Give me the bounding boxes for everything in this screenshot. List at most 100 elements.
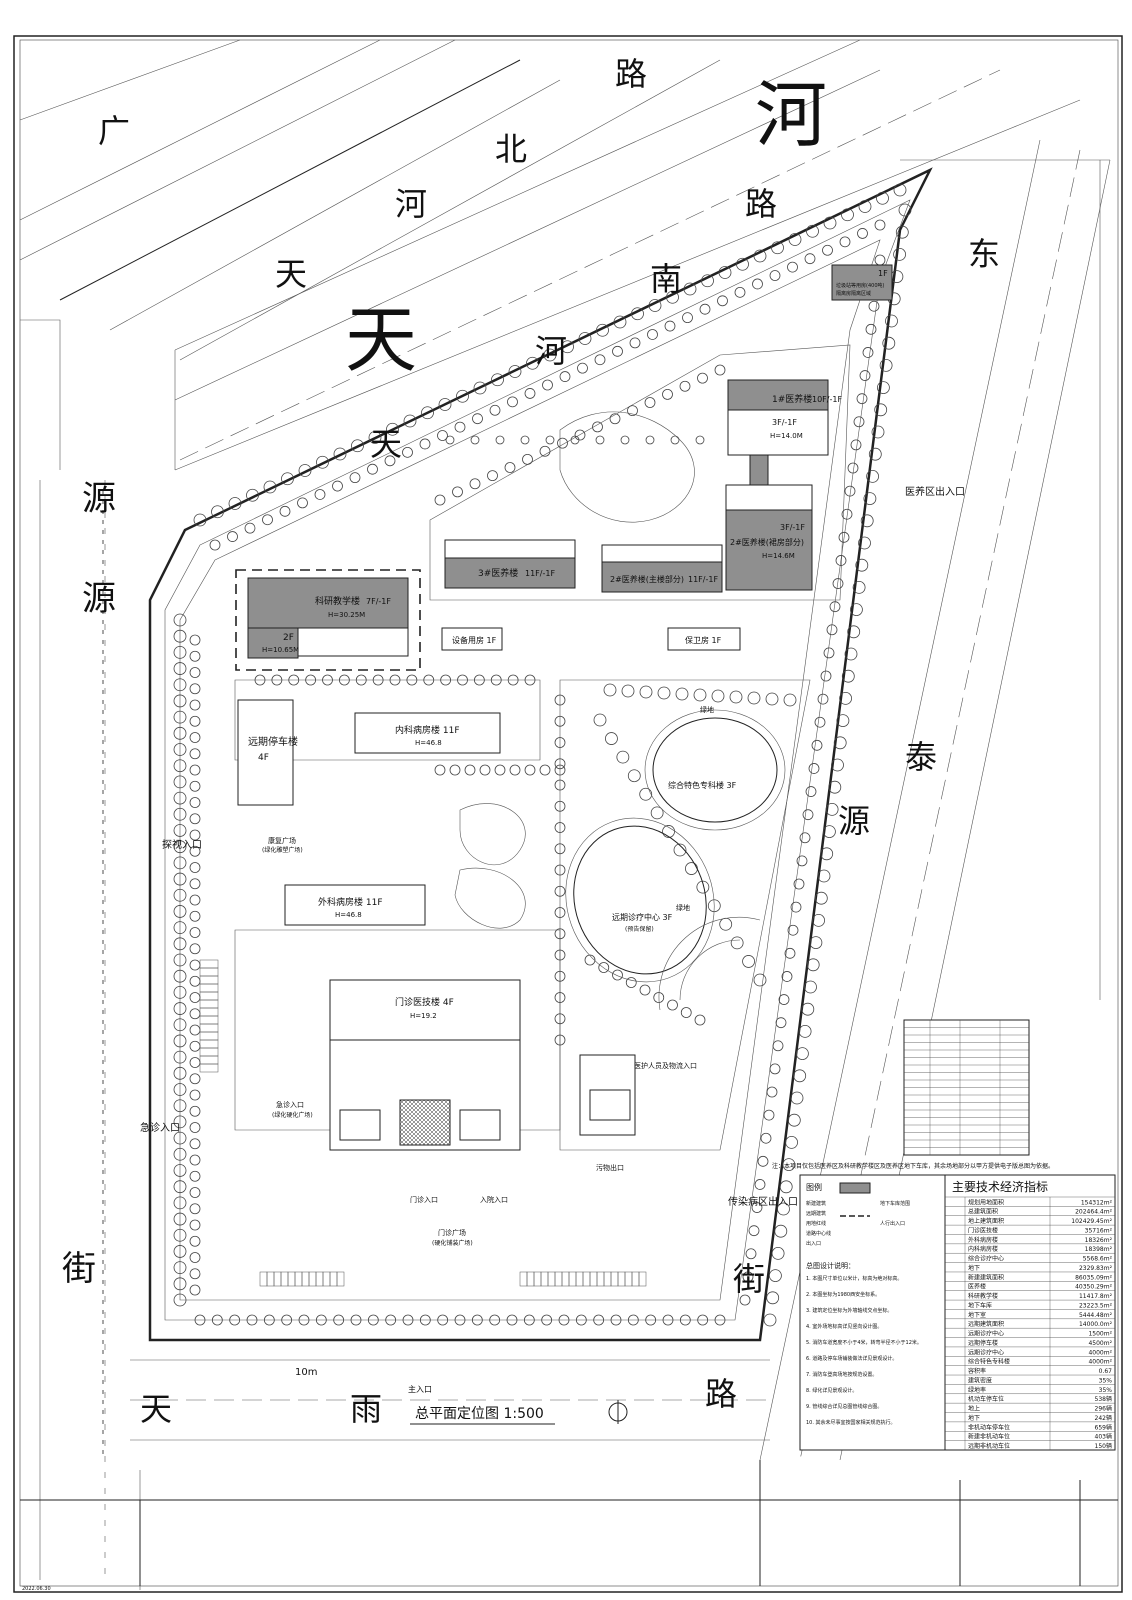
site-boundary — [148, 167, 933, 1342]
tree-icon — [434, 494, 446, 506]
tree-icon — [769, 270, 781, 281]
parking-bay — [519, 1271, 528, 1287]
tree-icon — [173, 1196, 187, 1210]
entrance-ruyuan: 入院入口 — [480, 1195, 508, 1204]
parking-bay — [273, 1271, 282, 1287]
tree-icon — [173, 840, 187, 854]
tree-icon — [857, 228, 868, 239]
parking-bay — [199, 983, 219, 993]
tech-row-label: 绿地率 — [968, 1386, 986, 1394]
tech-row-label: 地上 — [968, 1405, 980, 1413]
tree-icon — [173, 1293, 187, 1307]
tree-icon — [445, 435, 455, 445]
tree-icon — [616, 750, 630, 764]
footer-date: 2022.06.30 — [22, 1586, 51, 1592]
tree-icon — [592, 421, 603, 433]
note-line: 7. 消防车登高场地按规范设置。 — [806, 1371, 877, 1378]
tree-icon — [850, 439, 862, 451]
tree-icon — [189, 1040, 201, 1052]
tree-icon — [814, 891, 828, 905]
tree-icon — [808, 763, 820, 774]
legend-item-2: 远期建筑 — [806, 1210, 826, 1217]
tree-icon — [787, 261, 798, 273]
tech-row-label: 远期建筑面积 — [968, 1320, 1004, 1328]
label-zonghe: 综合特色专科楼 3F — [668, 780, 737, 790]
tech-row-label: 机动车停车位 — [968, 1395, 1004, 1403]
legend-item-4: 道路中心线 — [806, 1230, 831, 1237]
tech-row-label: 门诊医技楼 — [968, 1226, 998, 1234]
tree-icon — [890, 270, 904, 284]
tree-icon — [542, 379, 553, 391]
tree-icon — [832, 578, 844, 589]
tree-icon — [783, 693, 797, 707]
parking-bay — [610, 1271, 619, 1287]
tree-icon — [406, 674, 418, 686]
tech-row-label: 新建建筑面积 — [968, 1273, 1004, 1281]
parking-bay — [624, 1271, 633, 1287]
road-name-tianhe-south-4: 天 — [370, 425, 402, 463]
tree-icon — [491, 373, 504, 387]
tree-icon — [262, 514, 273, 526]
tree-icon — [385, 1314, 397, 1326]
tree-icon — [697, 372, 708, 384]
tree-icon — [449, 764, 461, 776]
tree-icon — [440, 674, 452, 686]
tech-row-label: 内科病房楼 — [968, 1245, 998, 1253]
label-waike: 外科病房楼 11F — [318, 896, 383, 908]
parking-bay — [603, 1271, 612, 1287]
tree-icon — [729, 690, 743, 704]
tech-title: 主要技术经济指标 — [952, 1179, 1048, 1194]
road-name-taiyuan-2: 泰 — [905, 738, 937, 776]
label-yanglou4-floors: 11F/-1F — [688, 575, 718, 584]
tree-icon — [189, 927, 201, 938]
tree-icon — [173, 1066, 187, 1080]
tree-icon — [554, 864, 566, 876]
tree-icon — [769, 1269, 782, 1282]
parking-bay — [280, 1271, 289, 1287]
tree-icon — [898, 203, 912, 217]
legend-item-7: 人行出入口 — [880, 1220, 905, 1227]
tree-icon — [752, 278, 763, 290]
tree-icon — [593, 713, 607, 727]
tree-icon — [173, 937, 187, 951]
tree-icon — [806, 224, 819, 238]
tech-row-label: 远期诊疗中心 — [968, 1348, 1004, 1356]
building-parking — [237, 699, 294, 806]
tree-icon — [554, 764, 566, 776]
tree-icon — [504, 462, 516, 473]
notes-title: 总图设计说明： — [806, 1261, 855, 1270]
legend-item-5: 出入口 — [806, 1240, 821, 1247]
tech-row-value: 35% — [1099, 1387, 1113, 1394]
tree-icon — [774, 1224, 788, 1238]
tree-icon — [173, 1212, 187, 1226]
tech-row-label: 医养楼 — [968, 1283, 986, 1291]
tree-icon — [541, 1314, 553, 1326]
tree-icon — [793, 1069, 807, 1083]
tree-icon — [490, 674, 502, 686]
plan-title: 总平面定位图 1:500 — [415, 1406, 544, 1422]
tree-icon — [627, 405, 638, 417]
tree-icon — [717, 295, 728, 307]
tree-icon — [844, 485, 856, 497]
tech-row-value: 202464.4m² — [1075, 1209, 1112, 1216]
tree-icon — [173, 888, 187, 902]
tree-icon — [841, 669, 855, 683]
tree-icon — [469, 478, 481, 490]
note-line: 4. 室外场地标高详见竖向设计图。 — [806, 1323, 882, 1330]
tree-icon — [594, 354, 606, 366]
label-yanglou1-3f: 3F/-1F — [772, 418, 797, 427]
tree-icon — [696, 880, 710, 894]
tech-row-value: 150辆 — [1095, 1442, 1112, 1450]
tree-icon — [595, 435, 605, 445]
tech-row-value: 4000m² — [1088, 1359, 1112, 1366]
tree-icon — [667, 999, 678, 1011]
entrance-wuran: 污物出口 — [596, 1163, 624, 1172]
tree-icon — [173, 1083, 187, 1096]
road-name-tian-small: 天 — [275, 255, 307, 293]
tree-icon — [189, 683, 201, 695]
entrance-yiliao: 医护人员及物流入口 — [634, 1061, 697, 1070]
tree-icon — [509, 764, 521, 776]
parking-bay — [199, 967, 219, 977]
tree-icon — [211, 1314, 223, 1326]
